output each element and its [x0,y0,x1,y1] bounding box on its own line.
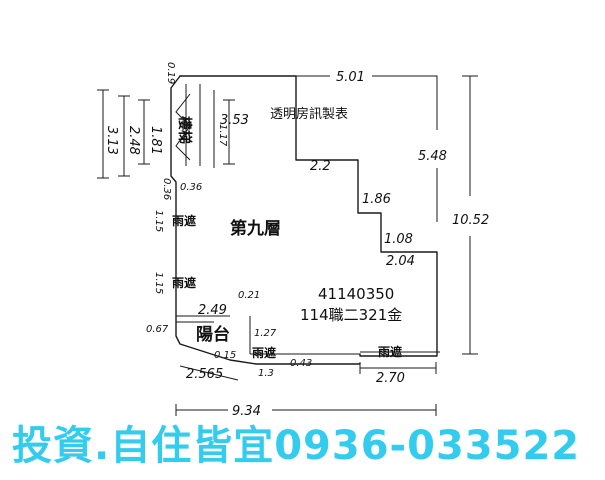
dim-stair-top: 0.36 [180,182,202,193]
dim-right-total: 10.52 [452,213,489,228]
dim-stair-right: 3.53 [220,113,249,128]
dim-shelter-left-1: 1.15 [153,210,164,232]
registration-number: 41140350 [318,285,394,303]
rain-shelter-label-3: 雨遮 [252,345,276,360]
dim-right-upper: 5.48 [418,149,447,164]
rain-shelter-label-2: 雨遮 [172,275,196,290]
dim-bottom-mid: 1.3 [258,368,274,379]
rain-shelter-label-4: 雨遮 [378,344,402,359]
room-label-balcony: 陽台 [196,324,230,345]
dim-stair-bottom: 0.36 [161,178,172,200]
dim-step-a: 2.2 [310,159,331,174]
room-label-stair: 樓梯 [176,116,193,144]
dim-balcony-bottom: 2.565 [186,367,223,382]
dim-balcony-width: 2.49 [198,303,227,318]
dimension-lines [97,75,478,416]
dim-shelter-left-2: 1.15 [153,272,164,294]
dim-left-a: 2.48 [126,126,141,155]
floor-title: 第九層 [230,218,281,239]
dim-step-c: 1.08 [384,232,413,247]
advertisement-banner: 投資.自住皆宜0936-033522 [12,423,581,469]
dim-bottom-gap: 0.43 [290,358,312,369]
dim-left-total: 3.13 [104,126,119,155]
dim-top-width: 5.01 [336,70,365,85]
dim-bottom-right: 2.70 [376,371,405,386]
dim-balcony-small: 0.21 [238,290,260,301]
dim-step-d: 2.04 [386,254,415,269]
dim-step-b: 1.86 [362,192,391,207]
dim-balcony-side: 1.27 [254,328,277,339]
dim-total-width: 9.34 [232,404,261,419]
dim-stair-left-small: 0.19 [165,62,176,84]
building-outline [170,75,440,365]
dim-stair-mid: 1.17 [217,124,228,147]
rain-shelter-label-1: 雨遮 [172,213,196,228]
dim-balcony-left: 0.67 [146,324,169,335]
watermark-text: 透明房訊製表 [270,106,348,122]
dim-balcony-bottom-small: 0.15 [214,350,236,361]
registration-issuer: 114職二321金 [300,306,402,324]
dim-left-b: 1.81 [148,126,163,155]
